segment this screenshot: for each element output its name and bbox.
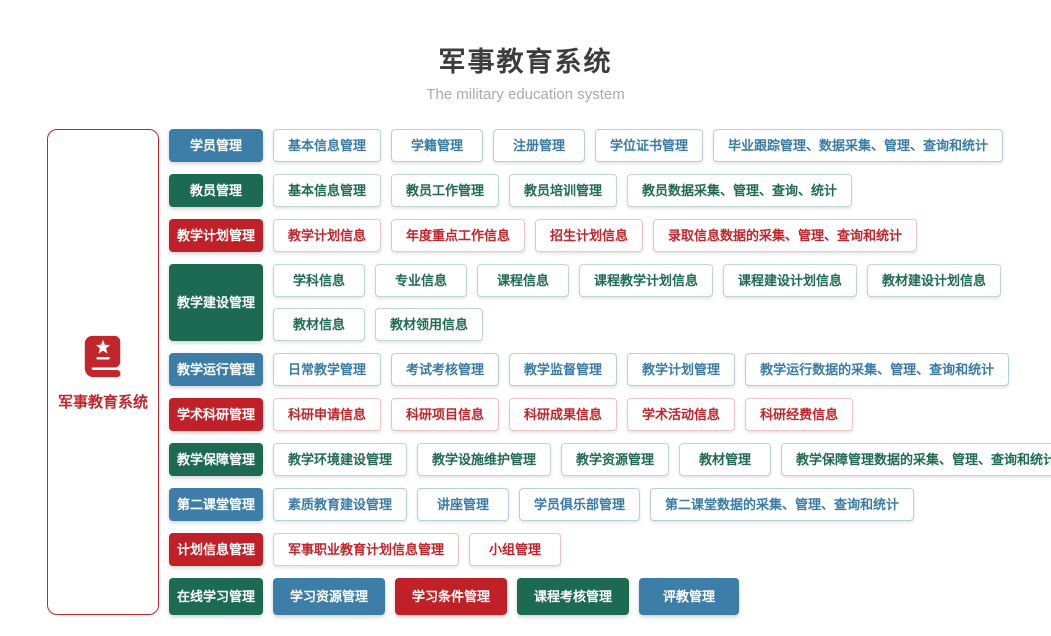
sub-item-button[interactable]: 教学计划信息: [273, 219, 382, 252]
root-node: 军事教育系统: [47, 129, 159, 615]
category-button[interactable]: 学员管理: [169, 129, 263, 162]
sub-item-group: 素质教育建设管理讲座管理学员俱乐部管理第二课堂数据的采集、管理、查询和统计: [273, 488, 1051, 521]
sub-item-button[interactable]: 日常教学管理: [273, 353, 382, 386]
sub-item-line: 教学环境建设管理教学设施维护管理教学资源管理教材管理教学保障管理数据的采集、管理…: [273, 443, 1051, 476]
sub-item-button[interactable]: 教学保障管理数据的采集、管理、查询和统计: [781, 443, 1051, 476]
category-button[interactable]: 第二课堂管理: [169, 488, 263, 521]
category-button[interactable]: 教学保障管理: [169, 443, 263, 476]
sub-item-group: 军事职业教育计划信息管理小组管理: [273, 533, 1051, 566]
sub-item-button[interactable]: 课程教学计划信息: [579, 264, 714, 297]
sub-item-button[interactable]: 科研经费信息: [745, 398, 854, 431]
sub-item-button[interactable]: 教材管理: [679, 443, 772, 476]
sub-item-group: 基本信息管理学籍管理注册管理学位证书管理毕业跟踪管理、数据采集、管理、查询和统计: [273, 129, 1051, 162]
sub-item-line: 教学计划信息年度重点工作信息招生计划信息录取信息数据的采集、管理、查询和统计: [273, 219, 1051, 252]
sub-item-button[interactable]: 教学资源管理: [561, 443, 670, 476]
sub-item-line: 学科信息专业信息课程信息课程教学计划信息课程建设计划信息教材建设计划信息: [273, 264, 1051, 297]
category-row: 在线学习管理学习资源管理学习条件管理课程考核管理评教管理: [169, 578, 1051, 615]
category-button[interactable]: 教员管理: [169, 174, 263, 207]
sub-item-group: 学习资源管理学习条件管理课程考核管理评教管理: [273, 578, 1051, 615]
sub-item-button[interactable]: 专业信息: [375, 264, 467, 297]
category-row: 教员管理基本信息管理教员工作管理教员培训管理教员数据采集、管理、查询、统计: [169, 174, 1051, 207]
sub-item-line: 基本信息管理学籍管理注册管理学位证书管理毕业跟踪管理、数据采集、管理、查询和统计: [273, 129, 1051, 162]
sub-item-button[interactable]: 学籍管理: [391, 129, 484, 162]
sub-item-button[interactable]: 军事职业教育计划信息管理: [273, 533, 460, 566]
sub-item-button[interactable]: 教学设施维护管理: [417, 443, 552, 476]
sub-item-line: 日常教学管理考试考核管理教学监督管理教学计划管理教学运行数据的采集、管理、查询和…: [273, 353, 1051, 386]
sub-item-button[interactable]: 教材信息: [273, 308, 365, 341]
sub-item-button[interactable]: 课程信息: [477, 264, 569, 297]
sub-item-button[interactable]: 科研申请信息: [273, 398, 382, 431]
category-row: 教学运行管理日常教学管理考试考核管理教学监督管理教学计划管理教学运行数据的采集、…: [169, 353, 1051, 386]
root-label: 军事教育系统: [57, 393, 148, 411]
sub-item-button[interactable]: 教员培训管理: [509, 174, 618, 207]
sub-item-line: 教材信息教材领用信息: [273, 308, 1051, 341]
sub-item-button[interactable]: 基本信息管理: [273, 129, 382, 162]
category-row: 教学保障管理教学环境建设管理教学设施维护管理教学资源管理教材管理教学保障管理数据…: [169, 443, 1051, 476]
sub-item-button[interactable]: 毕业跟踪管理、数据采集、管理、查询和统计: [713, 129, 1004, 162]
sub-item-group: 日常教学管理考试考核管理教学监督管理教学计划管理教学运行数据的采集、管理、查询和…: [273, 353, 1051, 386]
book-star-icon: [84, 335, 121, 377]
sub-item-button[interactable]: 第二课堂数据的采集、管理、查询和统计: [650, 488, 915, 521]
category-row: 教学计划管理教学计划信息年度重点工作信息招生计划信息录取信息数据的采集、管理、查…: [169, 219, 1051, 252]
sub-item-group: 教学计划信息年度重点工作信息招生计划信息录取信息数据的采集、管理、查询和统计: [273, 219, 1051, 252]
category-row: 第二课堂管理素质教育建设管理讲座管理学员俱乐部管理第二课堂数据的采集、管理、查询…: [169, 488, 1051, 521]
sub-item-button[interactable]: 小组管理: [469, 533, 562, 566]
sub-item-button[interactable]: 年度重点工作信息: [391, 219, 526, 252]
sub-item-button[interactable]: 基本信息管理: [273, 174, 382, 207]
sub-item-button[interactable]: 教学运行数据的采集、管理、查询和统计: [745, 353, 1010, 386]
sub-item-button[interactable]: 注册管理: [493, 129, 586, 162]
sub-item-button[interactable]: 学员俱乐部管理: [519, 488, 641, 521]
sub-item-group: 教学环境建设管理教学设施维护管理教学资源管理教材管理教学保障管理数据的采集、管理…: [273, 443, 1051, 476]
category-row: 计划信息管理军事职业教育计划信息管理小组管理: [169, 533, 1051, 566]
sub-item-button[interactable]: 教学监督管理: [509, 353, 618, 386]
sub-item-button[interactable]: 教学计划管理: [627, 353, 736, 386]
sub-item-button[interactable]: 考试考核管理: [391, 353, 500, 386]
category-button[interactable]: 教学建设管理: [169, 264, 263, 341]
page-subtitle: The military education system: [426, 86, 625, 103]
sub-item-button[interactable]: 教学环境建设管理: [273, 443, 408, 476]
category-button[interactable]: 教学计划管理: [169, 219, 263, 252]
page-title: 军事教育系统: [438, 47, 613, 77]
category-button[interactable]: 在线学习管理: [169, 578, 263, 615]
sub-item-group: 科研申请信息科研项目信息科研成果信息学术活动信息科研经费信息: [273, 398, 1051, 431]
sub-item-button[interactable]: 科研项目信息: [391, 398, 500, 431]
sub-item-button[interactable]: 录取信息数据的采集、管理、查询和统计: [653, 219, 918, 252]
category-button[interactable]: 教学运行管理: [169, 353, 263, 386]
sub-item-button[interactable]: 学习资源管理: [273, 578, 386, 615]
sub-item-button[interactable]: 素质教育建设管理: [273, 488, 408, 521]
sub-item-group: 基本信息管理教员工作管理教员培训管理教员数据采集、管理、查询、统计: [273, 174, 1051, 207]
sub-item-button[interactable]: 学科信息: [273, 264, 365, 297]
sub-item-button[interactable]: 学位证书管理: [595, 129, 704, 162]
sub-item-button[interactable]: 教员工作管理: [391, 174, 500, 207]
sub-item-line: 基本信息管理教员工作管理教员培训管理教员数据采集、管理、查询、统计: [273, 174, 1051, 207]
sub-item-button[interactable]: 教材建设计划信息: [867, 264, 1002, 297]
sub-item-line: 军事职业教育计划信息管理小组管理: [273, 533, 1051, 566]
sub-item-button[interactable]: 教材领用信息: [375, 308, 484, 341]
sub-item-button[interactable]: 课程建设计划信息: [723, 264, 858, 297]
category-button[interactable]: 计划信息管理: [169, 533, 263, 566]
sub-item-button[interactable]: 讲座管理: [417, 488, 510, 521]
page-header: 军事教育系统 The military education system: [0, 0, 1051, 103]
category-row: 学术科研管理科研申请信息科研项目信息科研成果信息学术活动信息科研经费信息: [169, 398, 1051, 431]
sub-item-button[interactable]: 学习条件管理: [395, 578, 508, 615]
sub-item-button[interactable]: 学术活动信息: [627, 398, 736, 431]
sub-item-button[interactable]: 招生计划信息: [535, 219, 644, 252]
category-button[interactable]: 学术科研管理: [169, 398, 263, 431]
sub-item-button[interactable]: 科研成果信息: [509, 398, 618, 431]
category-rows: 学员管理基本信息管理学籍管理注册管理学位证书管理毕业跟踪管理、数据采集、管理、查…: [169, 129, 1051, 615]
category-row: 学员管理基本信息管理学籍管理注册管理学位证书管理毕业跟踪管理、数据采集、管理、查…: [169, 129, 1051, 162]
sub-item-button[interactable]: 评教管理: [639, 578, 740, 615]
sub-item-group: 学科信息专业信息课程信息课程教学计划信息课程建设计划信息教材建设计划信息教材信息…: [273, 264, 1051, 341]
sub-item-line: 学习资源管理学习条件管理课程考核管理评教管理: [273, 578, 1051, 615]
sub-item-line: 科研申请信息科研项目信息科研成果信息学术活动信息科研经费信息: [273, 398, 1051, 431]
sub-item-line: 素质教育建设管理讲座管理学员俱乐部管理第二课堂数据的采集、管理、查询和统计: [273, 488, 1051, 521]
category-row: 教学建设管理学科信息专业信息课程信息课程教学计划信息课程建设计划信息教材建设计划…: [169, 264, 1051, 341]
sub-item-button[interactable]: 课程考核管理: [517, 578, 630, 615]
sub-item-button[interactable]: 教员数据采集、管理、查询、统计: [627, 174, 853, 207]
diagram-layout: 军事教育系统 学员管理基本信息管理学籍管理注册管理学位证书管理毕业跟踪管理、数据…: [0, 129, 1051, 615]
